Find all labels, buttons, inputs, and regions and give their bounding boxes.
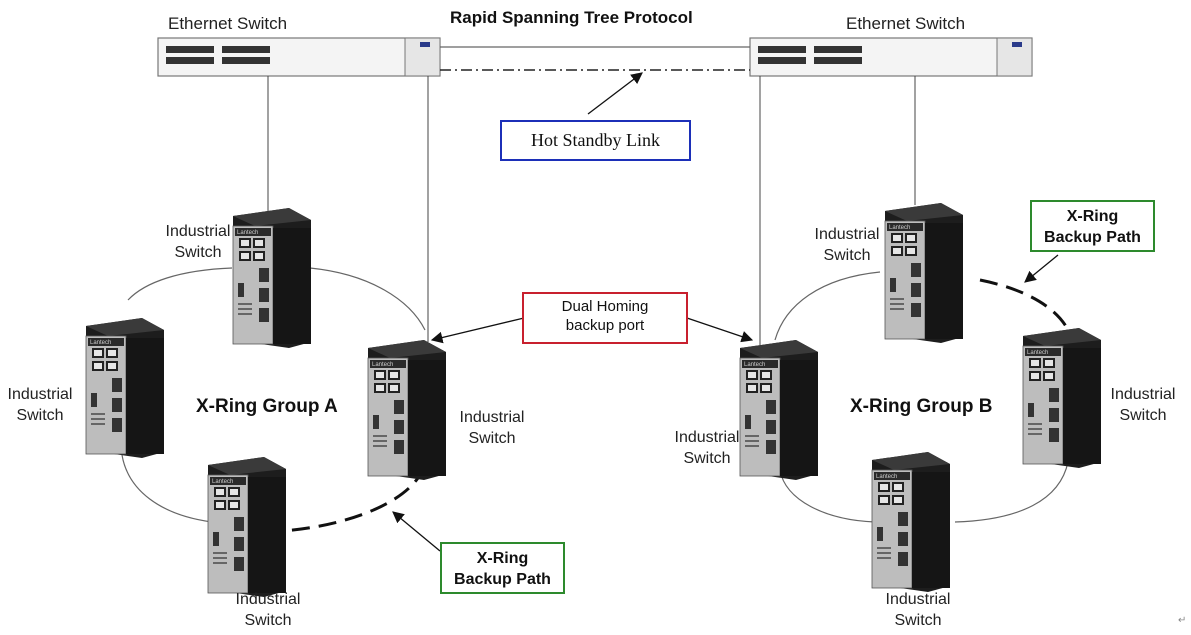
group-a-title: X-Ring Group A (196, 396, 338, 417)
industrial-switch-icon (871, 451, 951, 593)
device-brand-label: Lantech (90, 340, 111, 346)
group-a-switch-right-label: Industrial Switch (459, 409, 525, 447)
device-brand-label: Lantech (744, 362, 765, 368)
group-b-switch-right-label: Industrial Switch (1110, 386, 1176, 424)
device-brand-label: Lantech (1027, 350, 1048, 356)
group-b-title: X-Ring Group B (850, 396, 993, 417)
group-a-switch-left-label: Industrial Switch (7, 386, 73, 424)
core-switch-rect-left (158, 38, 440, 76)
industrial-switch-icon (884, 202, 964, 344)
dual-homing-box: Dual Homing backup port (522, 292, 688, 344)
diagram-title: Rapid Spanning Tree Protocol (450, 8, 693, 27)
group-b-backup-path-box: X-Ring Backup Path (1030, 200, 1155, 252)
industrial-switch-icon (367, 339, 447, 481)
device-brand-label: Lantech (876, 474, 897, 480)
industrial-switch-icon (85, 317, 165, 459)
core-switch-label-right: Ethernet Switch (846, 14, 966, 33)
device-brand-label: Lantech (212, 479, 233, 485)
industrial-switch-icon (232, 207, 312, 349)
core-switch-label-left: Ethernet Switch (168, 14, 288, 33)
industrial-switch-icon (739, 339, 819, 481)
return-mark: ↵ (1178, 615, 1187, 626)
group-a-backup-path-box: X-Ring Backup Path (440, 542, 565, 594)
device-brand-label: Lantech (372, 362, 393, 368)
group-b-switch-left-label: Industrial Switch (674, 429, 740, 467)
industrial-switch-icon (1022, 327, 1102, 469)
device-brand-label: Lantech (889, 225, 910, 231)
group-a-switch-bottom-label: Industrial Switch (235, 591, 301, 629)
device-brand-label: Lantech (237, 230, 258, 236)
group-a-switch-top-label: Industrial Switch (165, 223, 231, 261)
hot-standby-box: Hot Standby Link (500, 120, 691, 161)
group-b-switch-top-label: Industrial Switch (814, 226, 880, 264)
industrial-switch-icon (207, 456, 287, 598)
group-b-switch-bottom-label: Industrial Switch (885, 591, 951, 629)
core-switch-rect-right (750, 38, 1032, 76)
